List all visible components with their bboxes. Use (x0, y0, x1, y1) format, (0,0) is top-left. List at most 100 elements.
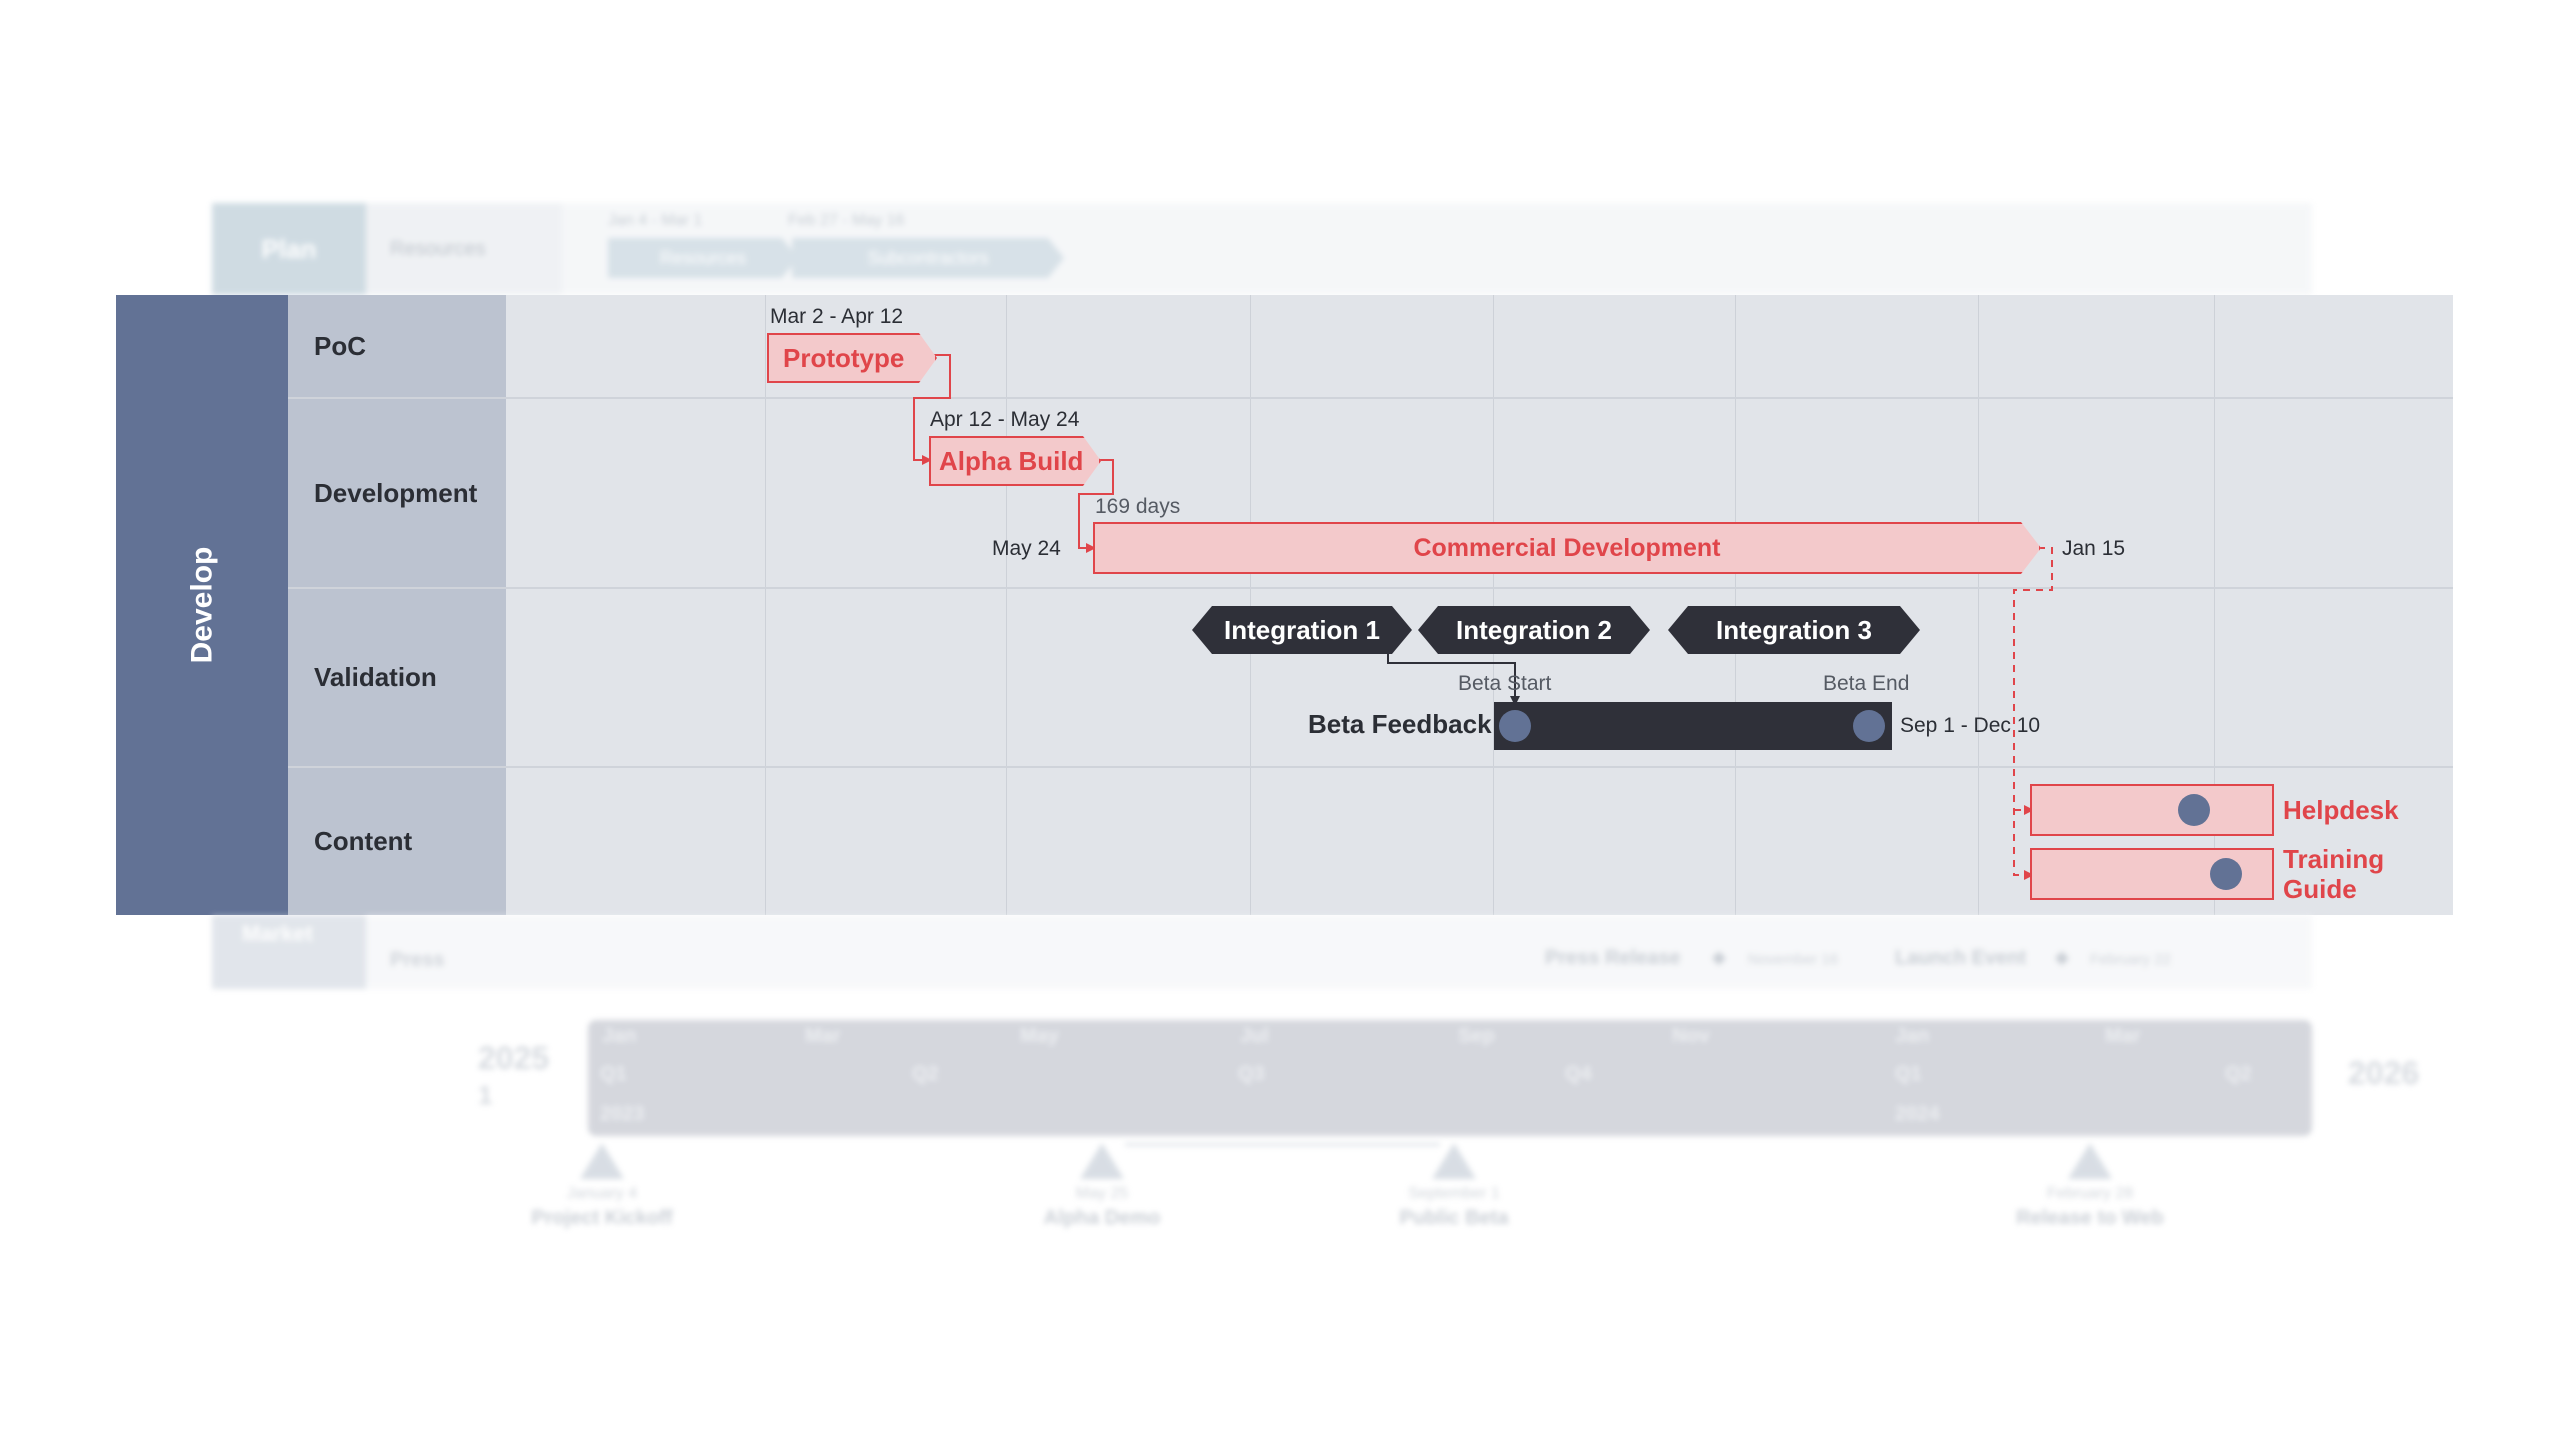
press-release-label: Press Release (1545, 947, 1681, 969)
milestone-name: Alpha Demo (1043, 1207, 1161, 1229)
milestone-marker[interactable] (1432, 1143, 1476, 1179)
training-guide-label: Training Guide (2283, 844, 2384, 904)
press-release-date: November 16 (1748, 951, 1839, 968)
milestone-triangle-icon (1432, 1143, 1476, 1179)
grid-line (765, 295, 766, 915)
timescale-bar (588, 1020, 2312, 1136)
grid-line (1006, 295, 1007, 915)
integration-1-label: Integration 1 (1223, 614, 1380, 645)
year-label: 2023 (600, 1103, 645, 1125)
quarter-label: Q1 (1895, 1063, 1922, 1085)
milestone-date: February 28 (2046, 1185, 2134, 1202)
milestone-name: Public Beta (1399, 1207, 1509, 1229)
plan-swimlane: Plan Resources Jan 4 - Mar 1 Feb 27 - Ma… (0, 0, 2560, 300)
connector-commercial-training (2013, 547, 2053, 876)
launch-event-label: Launch Event (1895, 947, 2027, 969)
press-release-icon[interactable]: ◆ (1712, 947, 1726, 967)
quarter-label: Q3 (1238, 1063, 1265, 1085)
year-left: 2025 (478, 1040, 550, 1076)
row-divider (288, 587, 2453, 589)
task-prototype[interactable]: Prototype (767, 333, 937, 383)
month-label: Mar (805, 1025, 841, 1047)
beta-feedback-label: Beta Feedback (1308, 709, 1492, 739)
helpdesk-milestone[interactable] (2178, 794, 2210, 826)
milestone-triangle-icon (2068, 1143, 2112, 1179)
lane-poc[interactable]: PoC (288, 295, 506, 397)
arrowhead (1086, 543, 1096, 553)
milestone-marker[interactable] (2068, 1143, 2112, 1179)
plan-lane-label[interactable]: Plan (212, 203, 366, 295)
beta-dates: Sep 1 - Dec 10 (1900, 714, 2041, 737)
swimlane-title[interactable]: Develop (116, 295, 288, 915)
plan-task2-dates: Feb 27 - May 16 (788, 212, 905, 229)
grid-line (1493, 295, 1494, 915)
bottom-faded-area: Market Press Press Release ◆ November 16… (0, 915, 2560, 1315)
year-label: 2024 (1895, 1103, 1940, 1125)
arrowhead (2024, 805, 2034, 815)
commercial-end-date: Jan 15 (2062, 537, 2126, 560)
grid-line (1978, 295, 1979, 915)
launch-event-icon[interactable]: ◆ (2055, 947, 2069, 967)
quarter-label: Q1 (600, 1063, 627, 1085)
commercial-duration: 169 days (1095, 495, 1181, 518)
milestone-triangle-icon (1080, 1143, 1124, 1179)
milestone-name: Release to Web (2016, 1207, 2164, 1229)
task-prototype-label: Prototype (783, 342, 905, 373)
milestone-date: September 1 (1408, 1185, 1500, 1202)
helpdesk-label: Helpdesk (2283, 795, 2399, 825)
market-sublane-label[interactable]: Press (390, 949, 445, 971)
alpha-dates: Apr 12 - May 24 (930, 408, 1080, 431)
milestone-date: January 4 (566, 1185, 638, 1202)
plan-sublane-label[interactable]: Resources (366, 203, 562, 295)
beta-start-milestone[interactable] (1499, 710, 1531, 742)
plan-task-resources[interactable]: Resources (608, 238, 798, 278)
year-left-sub: 1 (478, 1080, 493, 1110)
task-commercial-development[interactable]: Commercial Development (1093, 522, 2041, 574)
arrowhead (922, 455, 932, 465)
plan-band (212, 203, 2312, 295)
beta-start-label: Beta Start (1458, 672, 1552, 695)
month-label: Jan (1895, 1025, 1930, 1047)
year-right: 2026 (2348, 1055, 2420, 1091)
milestone-connector (1125, 1143, 1440, 1146)
task-alpha-label: Alpha Build (939, 445, 1084, 476)
market-lane-label[interactable]: Market (212, 915, 366, 989)
grid-line (1250, 295, 1251, 915)
month-label: May (1020, 1025, 1059, 1047)
training-guide-milestone[interactable] (2210, 858, 2242, 890)
training-label-line2: Guide (2283, 874, 2357, 904)
milestone-marker[interactable] (580, 1143, 624, 1179)
arrowhead (1510, 696, 1520, 706)
quarter-label: Q2 (912, 1063, 939, 1085)
row-divider (288, 397, 2453, 399)
milestone-date: May 25 (1075, 1185, 1129, 1202)
task-integration-2[interactable]: Integration 2 (1418, 606, 1650, 654)
plan-task1-dates: Jan 4 - Mar 1 (608, 212, 703, 229)
lane-content[interactable]: Content (288, 768, 506, 915)
lane-development[interactable]: Development (288, 399, 506, 587)
month-label: Sep (1458, 1025, 1495, 1047)
prototype-dates: Mar 2 - Apr 12 (770, 305, 904, 328)
integration-3-label: Integration 3 (1715, 614, 1872, 645)
beta-end-label: Beta End (1823, 672, 1910, 695)
month-label: Nov (1672, 1025, 1710, 1047)
commercial-start-date: May 24 (992, 537, 1061, 560)
arrowhead (2024, 870, 2034, 880)
plan-task-subcontractors[interactable]: Subcontractors (792, 238, 1064, 278)
task-integration-1[interactable]: Integration 1 (1192, 606, 1412, 654)
task-helpdesk[interactable] (2030, 784, 2274, 836)
task-alpha-build[interactable]: Alpha Build (929, 436, 1101, 486)
training-label-line1: Training (2283, 844, 2385, 874)
month-label: Jan (602, 1025, 637, 1047)
integration-2-label: Integration 2 (1455, 614, 1612, 645)
milestone-name: Project Kickoff (531, 1207, 673, 1229)
lane-validation[interactable]: Validation (288, 589, 506, 766)
task-integration-3[interactable]: Integration 3 (1668, 606, 1920, 654)
quarter-label: Q4 (1565, 1063, 1592, 1085)
task-commercial-label: Commercial Development (1413, 533, 1721, 562)
beta-end-milestone[interactable] (1853, 710, 1885, 742)
task-beta-feedback[interactable] (1494, 702, 1892, 750)
grid-line (1735, 295, 1736, 915)
month-label: Jul (1240, 1025, 1269, 1047)
milestone-marker[interactable] (1080, 1143, 1124, 1179)
